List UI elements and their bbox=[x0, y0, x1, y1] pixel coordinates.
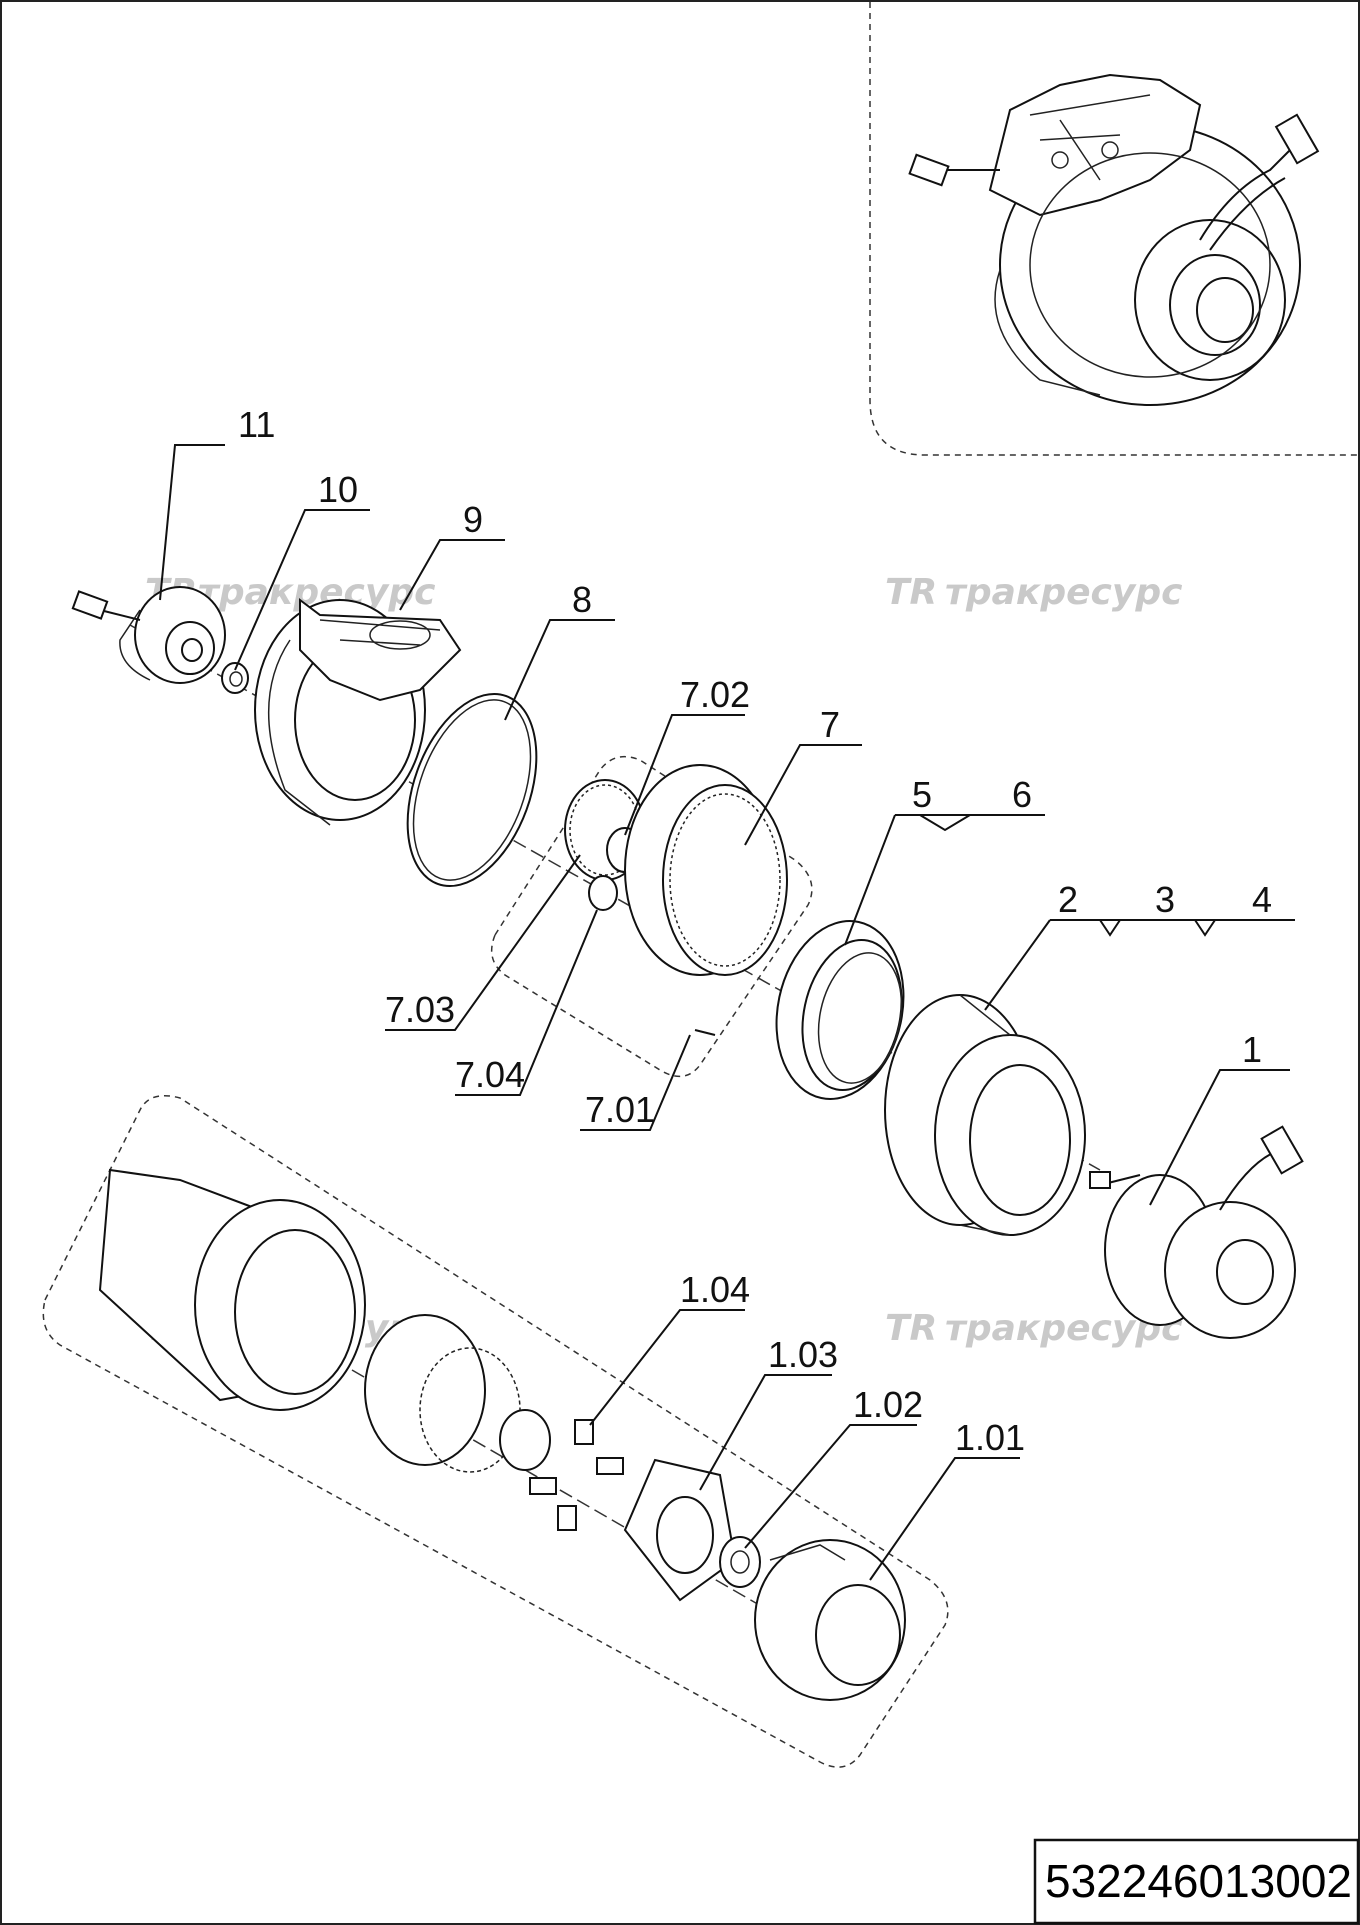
callout-1: 1 bbox=[1242, 1029, 1262, 1070]
assembled-motor-drawing bbox=[908, 73, 1320, 406]
assembled-view-inset bbox=[869, 2, 1358, 456]
callout-1-01: 1.01 bbox=[955, 1417, 1025, 1458]
callout-8: 8 bbox=[572, 579, 592, 620]
document-number: 532246013002 bbox=[1045, 1855, 1352, 1907]
callout-4: 4 bbox=[1252, 879, 1272, 920]
watermark-logo: TR bbox=[885, 572, 937, 613]
leader-7-01 bbox=[580, 1034, 691, 1131]
part-1-02-drawing bbox=[719, 1536, 761, 1588]
callout-7: 7 bbox=[820, 704, 840, 745]
leader-1-04 bbox=[589, 1309, 745, 1426]
leader-11 bbox=[159, 444, 225, 601]
leader-7-02 bbox=[624, 714, 745, 836]
callout-6: 6 bbox=[1012, 774, 1032, 815]
callout-1-04: 1.04 bbox=[680, 1269, 750, 1310]
part-11-drawing bbox=[71, 586, 226, 684]
leader-1 bbox=[1149, 1069, 1290, 1206]
leader-1-03 bbox=[699, 1374, 832, 1491]
callout-7-02: 7.02 bbox=[680, 674, 750, 715]
callout-7-03: 7.03 bbox=[385, 989, 455, 1030]
callout-3: 3 bbox=[1155, 879, 1175, 920]
callout-5: 5 bbox=[912, 774, 932, 815]
part-1-04-drawing bbox=[529, 1419, 624, 1531]
part-2-3-4-drawing bbox=[884, 994, 1086, 1236]
watermark-2: TR тракресурс bbox=[885, 572, 1182, 613]
callout-11: 11 bbox=[238, 404, 275, 445]
part-10-drawing bbox=[221, 662, 249, 694]
part-rotor-stator-drawing bbox=[98, 1168, 551, 1473]
part-1-01-drawing bbox=[754, 1539, 906, 1701]
leader-8 bbox=[504, 619, 615, 721]
part-7-04-drawing bbox=[588, 875, 618, 911]
leader-5-6 bbox=[844, 814, 1045, 946]
part-5-6-drawing bbox=[775, 920, 905, 1100]
part-1-drawing bbox=[1089, 1125, 1304, 1339]
leader-1-02 bbox=[744, 1424, 917, 1549]
callout-10: 10 bbox=[318, 469, 358, 510]
leader-7-03 bbox=[385, 854, 581, 1031]
leader-10 bbox=[234, 509, 370, 671]
leader-9 bbox=[399, 539, 505, 611]
leader-2-3-4 bbox=[984, 919, 1295, 1011]
group-box-1 bbox=[42, 1095, 949, 1768]
watermark-logo: TR bbox=[885, 1308, 937, 1349]
leader-7-04 bbox=[455, 909, 598, 1096]
callout-7-01: 7.01 bbox=[585, 1089, 655, 1130]
part-7-drawing bbox=[624, 764, 788, 1036]
leader-1-01 bbox=[869, 1457, 1020, 1581]
watermark-text: тракресурс bbox=[945, 572, 1182, 613]
part-1-03-drawing bbox=[623, 1458, 737, 1602]
callout-7-04: 7.04 bbox=[455, 1054, 525, 1095]
callout-1-03: 1.03 bbox=[768, 1334, 838, 1375]
callout-9: 9 bbox=[463, 499, 483, 540]
part-8-drawing bbox=[406, 692, 538, 888]
part-9-drawing bbox=[254, 598, 462, 826]
leader-7 bbox=[744, 744, 862, 846]
document-number-box bbox=[1033, 1838, 1360, 1925]
callout-1-02: 1.02 bbox=[853, 1384, 923, 1425]
callout-2: 2 bbox=[1058, 879, 1078, 920]
